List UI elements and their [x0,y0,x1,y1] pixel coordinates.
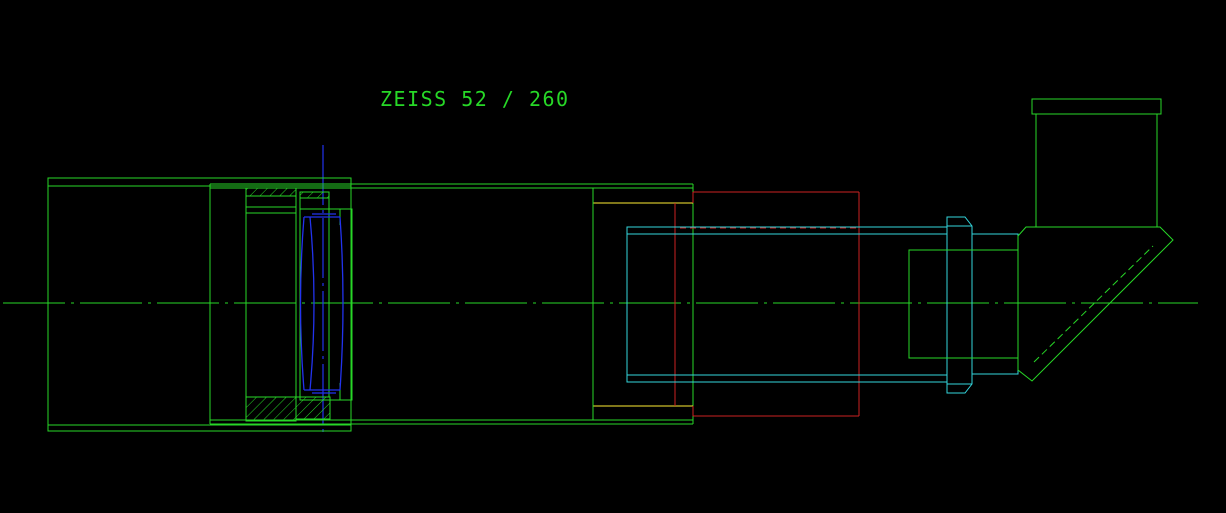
draw-tube [593,202,693,407]
dew-shield [47,177,352,432]
drawing-title: ZEISS 52 / 260 [380,87,570,111]
prism-diagonal-housing [1017,226,1174,382]
objective-lens-elements [299,213,344,394]
objective-lens-cell [245,187,353,422]
focuser-housing [674,191,860,417]
eyepiece [1031,98,1162,227]
